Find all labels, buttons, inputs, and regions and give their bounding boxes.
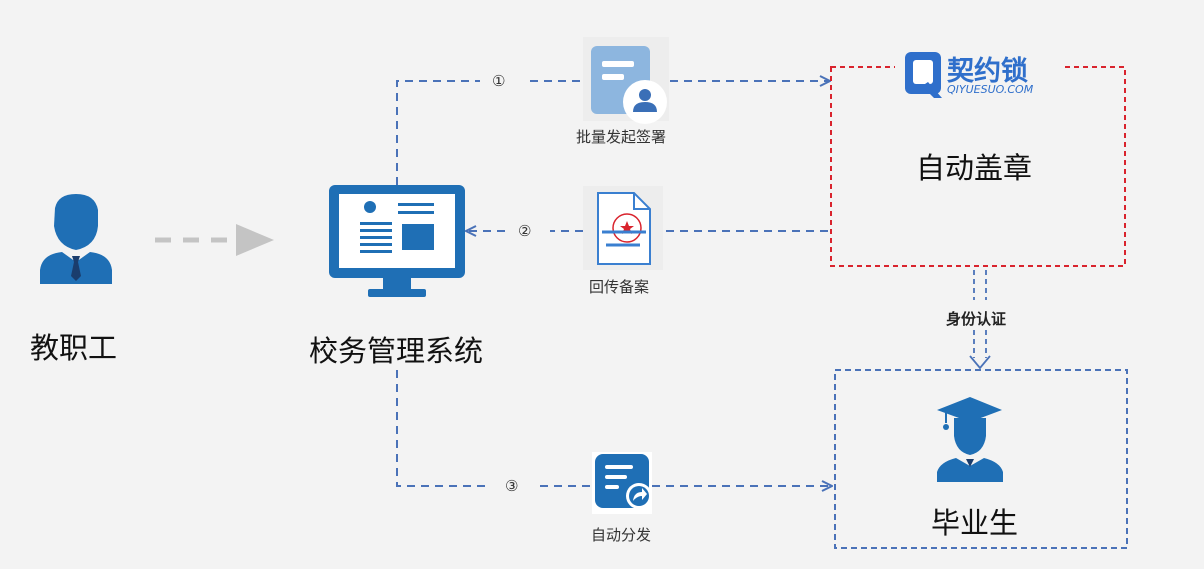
- staff-to-system-arrow: [155, 224, 274, 256]
- auth-connector: [969, 270, 991, 370]
- staff-label: 教职工: [30, 331, 118, 365]
- flow-1-connector: [396, 81, 830, 185]
- platform-action-label: 自动盖章: [916, 151, 1033, 185]
- person-icon: [40, 194, 112, 284]
- brand-name-en: QIYUESUO.COM: [947, 83, 1034, 96]
- step-3-marker: ③: [505, 477, 519, 495]
- computer-icon: [329, 185, 465, 297]
- distribute-icon: [592, 452, 652, 514]
- system-label: 校务管理系统: [309, 334, 484, 368]
- brand-name-cn: 契约锁: [947, 56, 1028, 87]
- step-1-marker: ①: [492, 72, 506, 90]
- flow-3-connector: [396, 370, 832, 486]
- graduate-box: [834, 369, 1128, 549]
- flow-3-label: 自动分发: [591, 526, 652, 544]
- brand-logo-icon: [895, 46, 1065, 100]
- graduate-label: 毕业生: [931, 506, 1019, 540]
- step-2-marker: ②: [518, 222, 532, 240]
- batch-sign-icon: [583, 37, 669, 124]
- seal-document-icon: [583, 186, 663, 270]
- flow-2-label: 回传备案: [589, 278, 650, 296]
- auth-label: 身份认证: [944, 308, 1009, 329]
- flow-1-label: 批量发起签署: [576, 128, 667, 146]
- graduate-icon: [937, 397, 1003, 482]
